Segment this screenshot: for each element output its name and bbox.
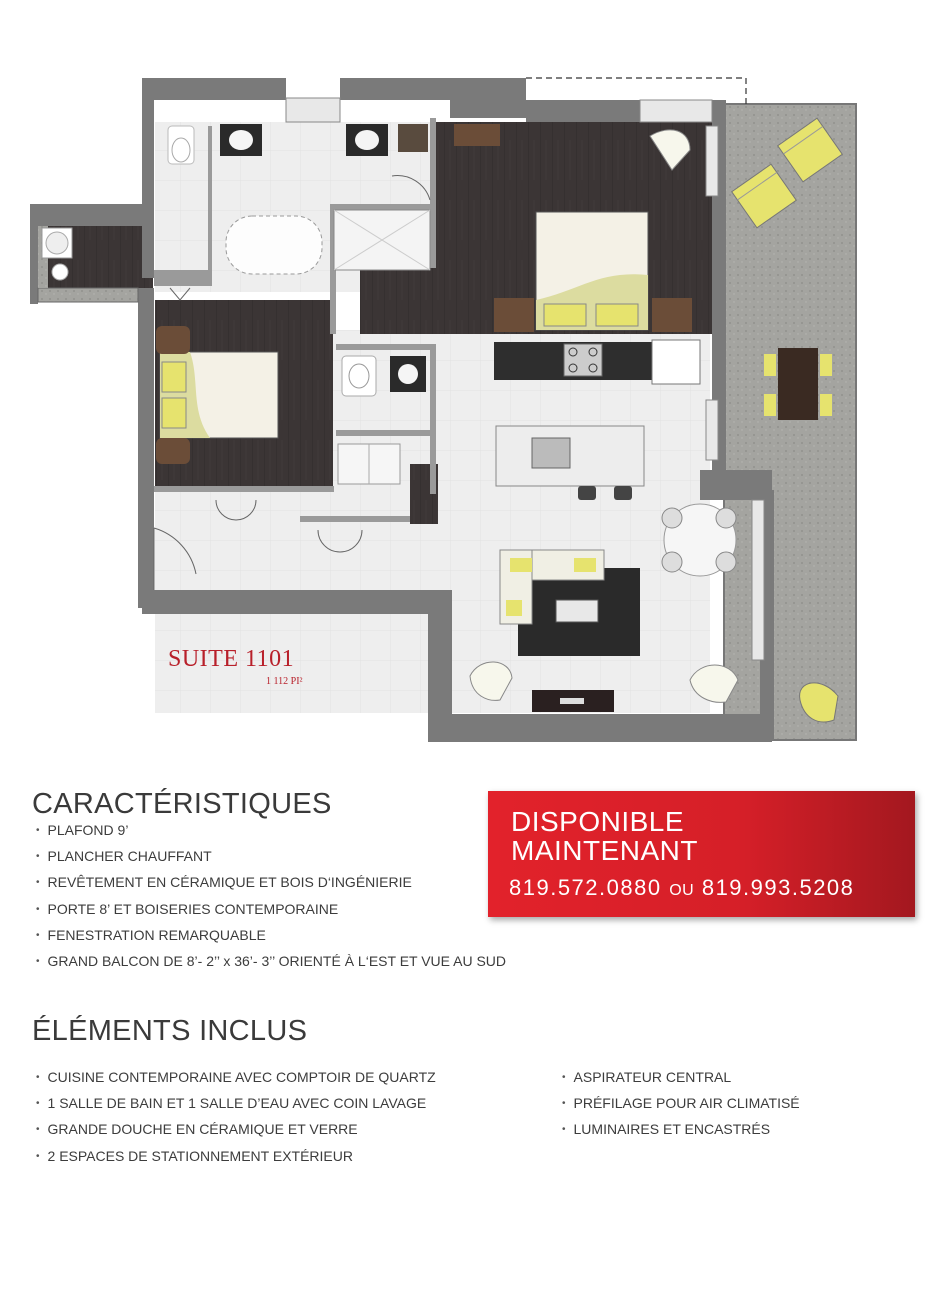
banner-line-1: DISPONIBLE: [511, 806, 685, 837]
kitchen: [494, 339, 701, 500]
included-item: PRÉFILAGE POUR AIR CLIMATISÉ: [562, 1090, 800, 1116]
banner-phones: 819.572.0880 OU 819.993.5208: [509, 875, 854, 901]
bedroom-2-furniture: [156, 326, 279, 464]
suite-area: 1 112 PI²: [266, 676, 303, 687]
master-bedroom-furniture: [454, 124, 692, 332]
feature-item: REVÊTEMENT EN CÉRAMIQUE ET BOIS D‘INGÉNI…: [36, 869, 506, 895]
included-title: ÉLÉMENTS INCLUS: [32, 1015, 308, 1047]
bathroom-fixtures: [167, 124, 431, 485]
floor-plan: [30, 77, 857, 742]
availability-banner: DISPONIBLE MAINTENANT 819.572.0880 OU 81…: [488, 791, 915, 917]
balcony-furniture: [731, 117, 843, 723]
included-item: 2 ESPACES DE STATIONNEMENT EXTÉRIEUR: [36, 1143, 436, 1169]
phone-number-2[interactable]: 819.993.5208: [701, 875, 855, 900]
banner-line-2: MAINTENANT: [511, 835, 698, 866]
included-item: LUMINAIRES ET ENCASTRÉS: [562, 1116, 800, 1142]
included-item: 1 SALLE DE BAIN ET 1 SALLE D’EAU AVEC CO…: [36, 1090, 436, 1116]
included-list-col-1: CUISINE CONTEMPORAINE AVEC COMPTOIR DE Q…: [36, 1064, 436, 1169]
feature-item: PORTE 8’ ET BOISERIES CONTEMPORAINE: [36, 896, 506, 922]
features-list: PLAFOND 9’ PLANCHER CHAUFFANT REVÊTEMENT…: [36, 817, 507, 974]
feature-item: GRAND BALCON DE 8’- 2’’ x 36’- 3’’ ORIEN…: [36, 948, 507, 974]
feature-item: FENESTRATION REMARQUABLE: [36, 922, 506, 948]
phone-number-1[interactable]: 819.572.0880: [509, 875, 662, 900]
features-title: CARACTÉRISTIQUES: [32, 788, 332, 820]
included-item: ASPIRATEUR CENTRAL: [562, 1064, 800, 1090]
included-item: GRANDE DOUCHE EN CÉRAMIQUE ET VERRE: [36, 1116, 436, 1142]
phone-or: OU: [669, 882, 695, 899]
feature-item: PLANCHER CHAUFFANT: [36, 843, 506, 869]
feature-item: PLAFOND 9’: [36, 817, 506, 843]
included-item: CUISINE CONTEMPORAINE AVEC COMPTOIR DE Q…: [36, 1064, 436, 1090]
living-room: [469, 503, 739, 712]
suite-title: SUITE 1101: [168, 646, 295, 672]
included-list-col-2: ASPIRATEUR CENTRAL PRÉFILAGE POUR AIR CL…: [562, 1064, 800, 1143]
